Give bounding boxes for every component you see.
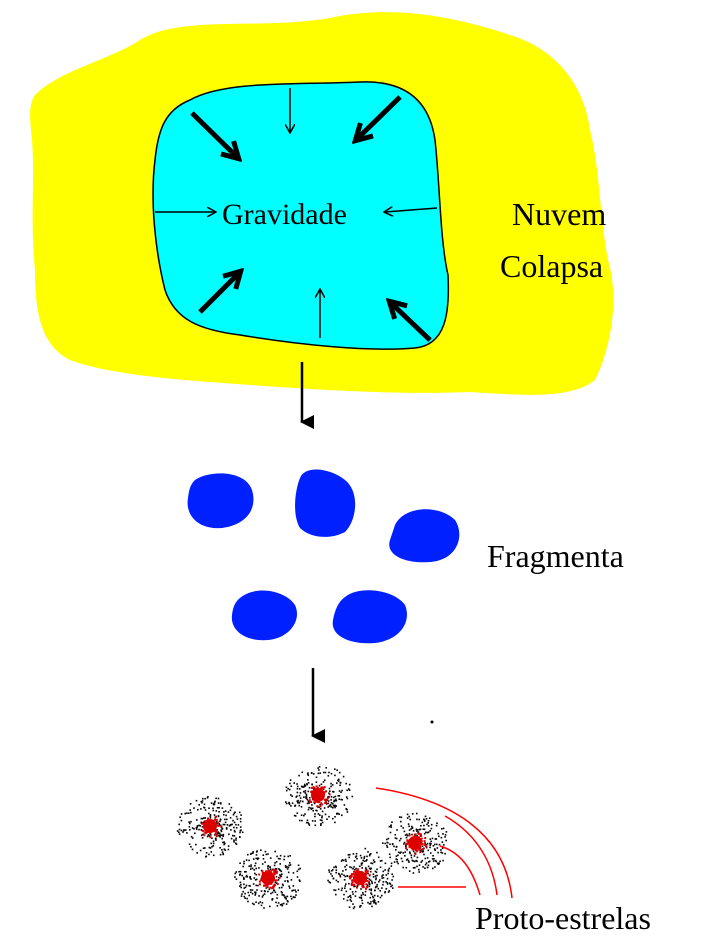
stray-dot [431,721,434,724]
protostar [234,849,301,908]
protostar [285,766,353,826]
pointer-lines [376,788,512,898]
fragment-blob [232,591,297,641]
protostar-core [311,788,325,802]
protostar-core [408,836,422,850]
fragment-blob [295,470,355,537]
cloud-label-line1: Nuvem [512,198,606,230]
protostar [382,813,447,874]
pointer-line [376,788,512,898]
fragment-blob [188,473,254,528]
protostar [327,848,394,909]
cloud-label-line2: Colapsa [500,250,603,282]
fragments-group [188,470,460,644]
fragments-label: Fragmenta [487,540,624,572]
protostar [177,796,244,858]
pointer-line [445,816,497,895]
protostar-core [203,819,217,833]
protostars-label: Proto-estrelas [475,902,651,934]
fragment-blob [389,509,459,562]
gravity-label: Gravidade [222,200,347,230]
protostar-core [261,871,275,885]
fragment-blob [333,590,407,643]
protostar-core [353,871,367,885]
